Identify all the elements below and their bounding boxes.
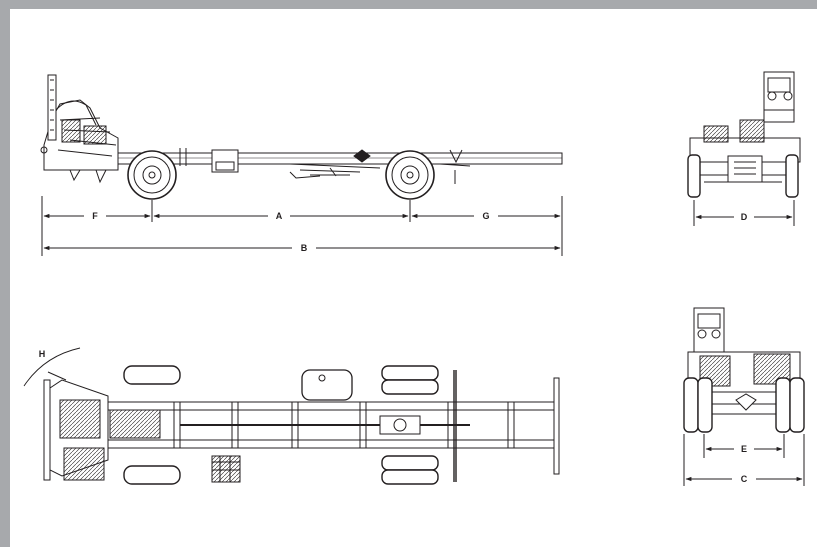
side-view — [40, 74, 563, 200]
rear-view — [683, 307, 805, 433]
dimension-label-g: G — [482, 211, 489, 221]
rear-dimensions — [683, 434, 805, 486]
dimension-label-b: B — [301, 243, 308, 253]
dimension-label-e: E — [741, 444, 747, 454]
front-view — [687, 71, 801, 198]
dimension-label-d: D — [741, 212, 748, 222]
front-dimensions — [693, 200, 795, 226]
dimension-label-c: C — [741, 474, 748, 484]
top-view — [23, 347, 560, 485]
top-border — [0, 0, 817, 9]
side-dimensions — [41, 196, 563, 256]
dimension-label-a: A — [276, 211, 283, 221]
left-border — [0, 0, 10, 547]
dimension-label-f: F — [92, 211, 98, 221]
dimension-label-h: H — [39, 349, 46, 359]
